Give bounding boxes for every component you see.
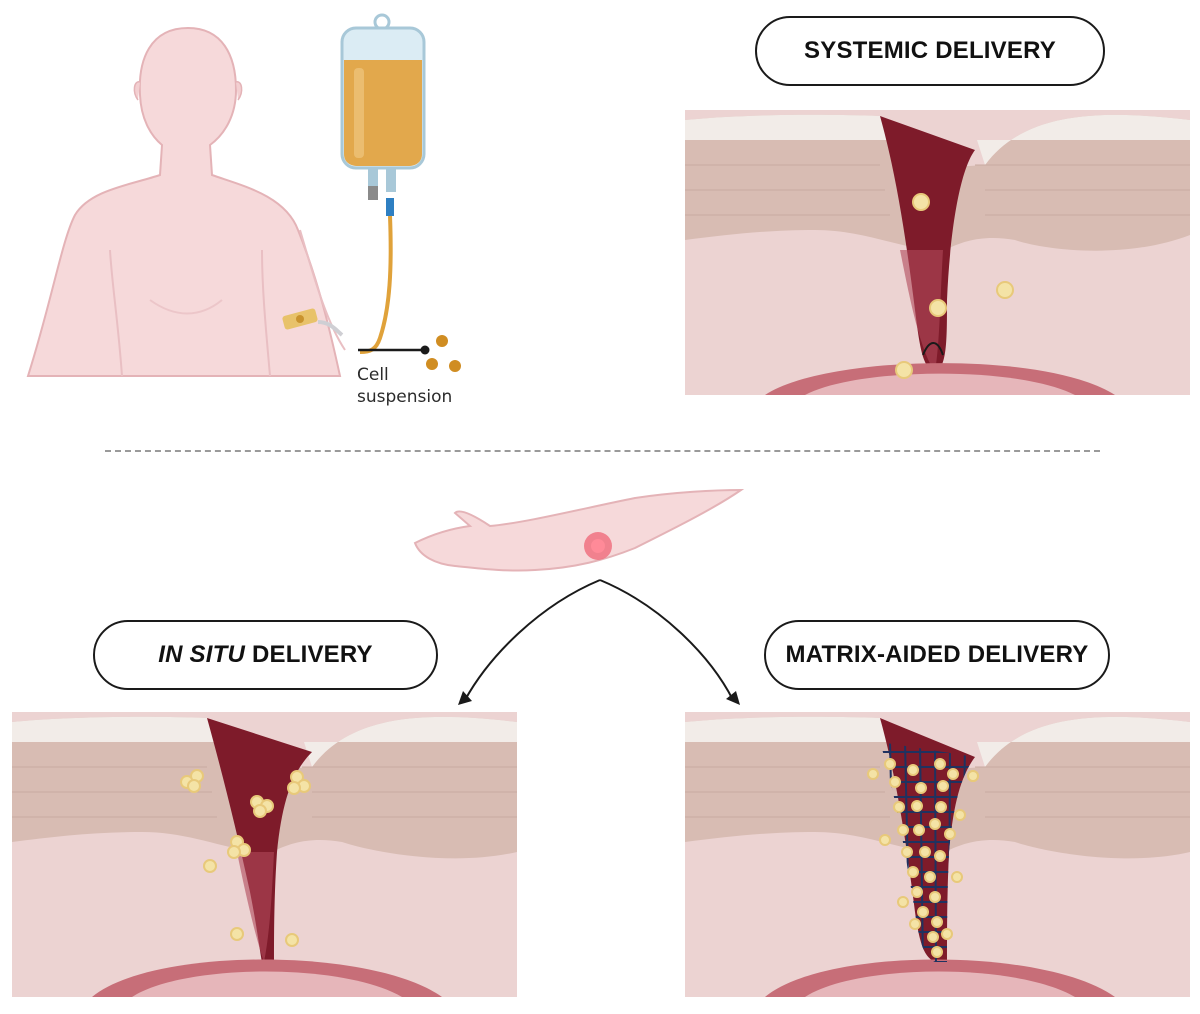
systemic-delivery-label: SYSTEMIC DELIVERY <box>804 37 1056 64</box>
cell-suspension-label: Cell suspension <box>357 364 452 408</box>
cell-suspension-line1: Cell <box>357 365 389 385</box>
matrix-wound-cross-section-icon <box>685 712 1190 997</box>
in-situ-delivery-label: DELIVERY <box>252 641 373 668</box>
matrix-aided-delivery-title: MATRIX-AIDED DELIVERY <box>764 620 1110 690</box>
in-situ-wound-cross-section-icon <box>12 712 517 997</box>
cell-suspension-line2: suspension <box>357 387 453 407</box>
arrow-to-matrix <box>599 579 734 701</box>
matrix-aided-delivery-label: MATRIX-AIDED DELIVERY <box>785 641 1089 668</box>
section-divider <box>105 450 1100 452</box>
iv-bag-icon <box>340 13 461 372</box>
arrow-to-in-situ <box>464 579 601 701</box>
arrows <box>458 579 740 705</box>
in-situ-delivery-title: IN SITU DELIVERY <box>93 620 438 690</box>
systemic-delivery-title: SYSTEMIC DELIVERY <box>755 16 1105 86</box>
in-situ-italic-label: IN SITU <box>158 641 245 668</box>
systemic-wound-cross-section-icon <box>685 110 1190 395</box>
human-torso-icon <box>26 26 346 377</box>
arm-icon <box>413 488 745 572</box>
